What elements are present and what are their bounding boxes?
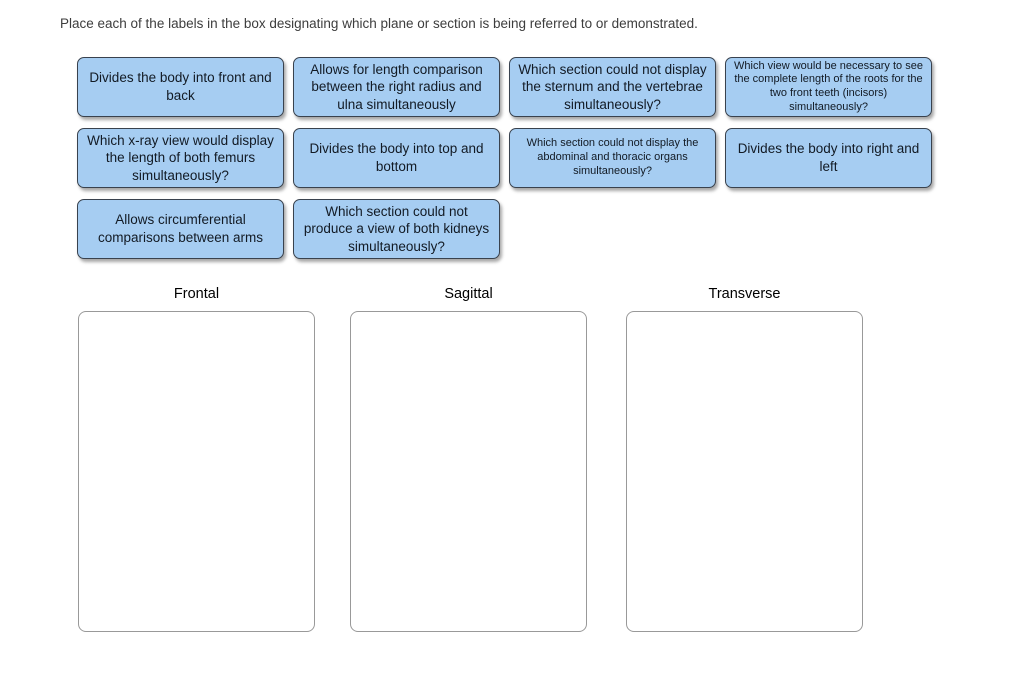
draggable-label[interactable]: Allows circumferential comparisons betwe… <box>77 199 284 259</box>
draggable-label[interactable]: Which section could not display the abdo… <box>509 128 716 188</box>
draggable-label[interactable]: Which x-ray view would display the lengt… <box>77 128 284 188</box>
zone-label-transverse: Transverse <box>708 286 781 302</box>
zone-transverse: Transverse <box>626 286 863 632</box>
draggable-label[interactable]: Allows for length comparison between the… <box>293 57 500 117</box>
zone-label-sagittal: Sagittal <box>444 286 493 302</box>
zone-label-frontal: Frontal <box>173 286 220 302</box>
drop-zone-transverse[interactable] <box>626 311 863 632</box>
label-bank: Divides the body into front and back All… <box>77 57 932 259</box>
zone-sagittal: Sagittal <box>350 286 587 632</box>
draggable-label[interactable]: Which view would be necessary to see the… <box>725 57 932 117</box>
draggable-label[interactable]: Which section could not display the ster… <box>509 57 716 117</box>
instruction-text: Place each of the labels in the box desi… <box>60 16 698 31</box>
zone-frontal: Frontal <box>78 286 315 632</box>
draggable-label[interactable]: Divides the body into top and bottom <box>293 128 500 188</box>
draggable-label[interactable]: Divides the body into front and back <box>77 57 284 117</box>
draggable-label[interactable]: Which section could not produce a view o… <box>293 199 500 259</box>
drop-zone-sagittal[interactable] <box>350 311 587 632</box>
drop-zone-frontal[interactable] <box>78 311 315 632</box>
draggable-label[interactable]: Divides the body into right and left <box>725 128 932 188</box>
